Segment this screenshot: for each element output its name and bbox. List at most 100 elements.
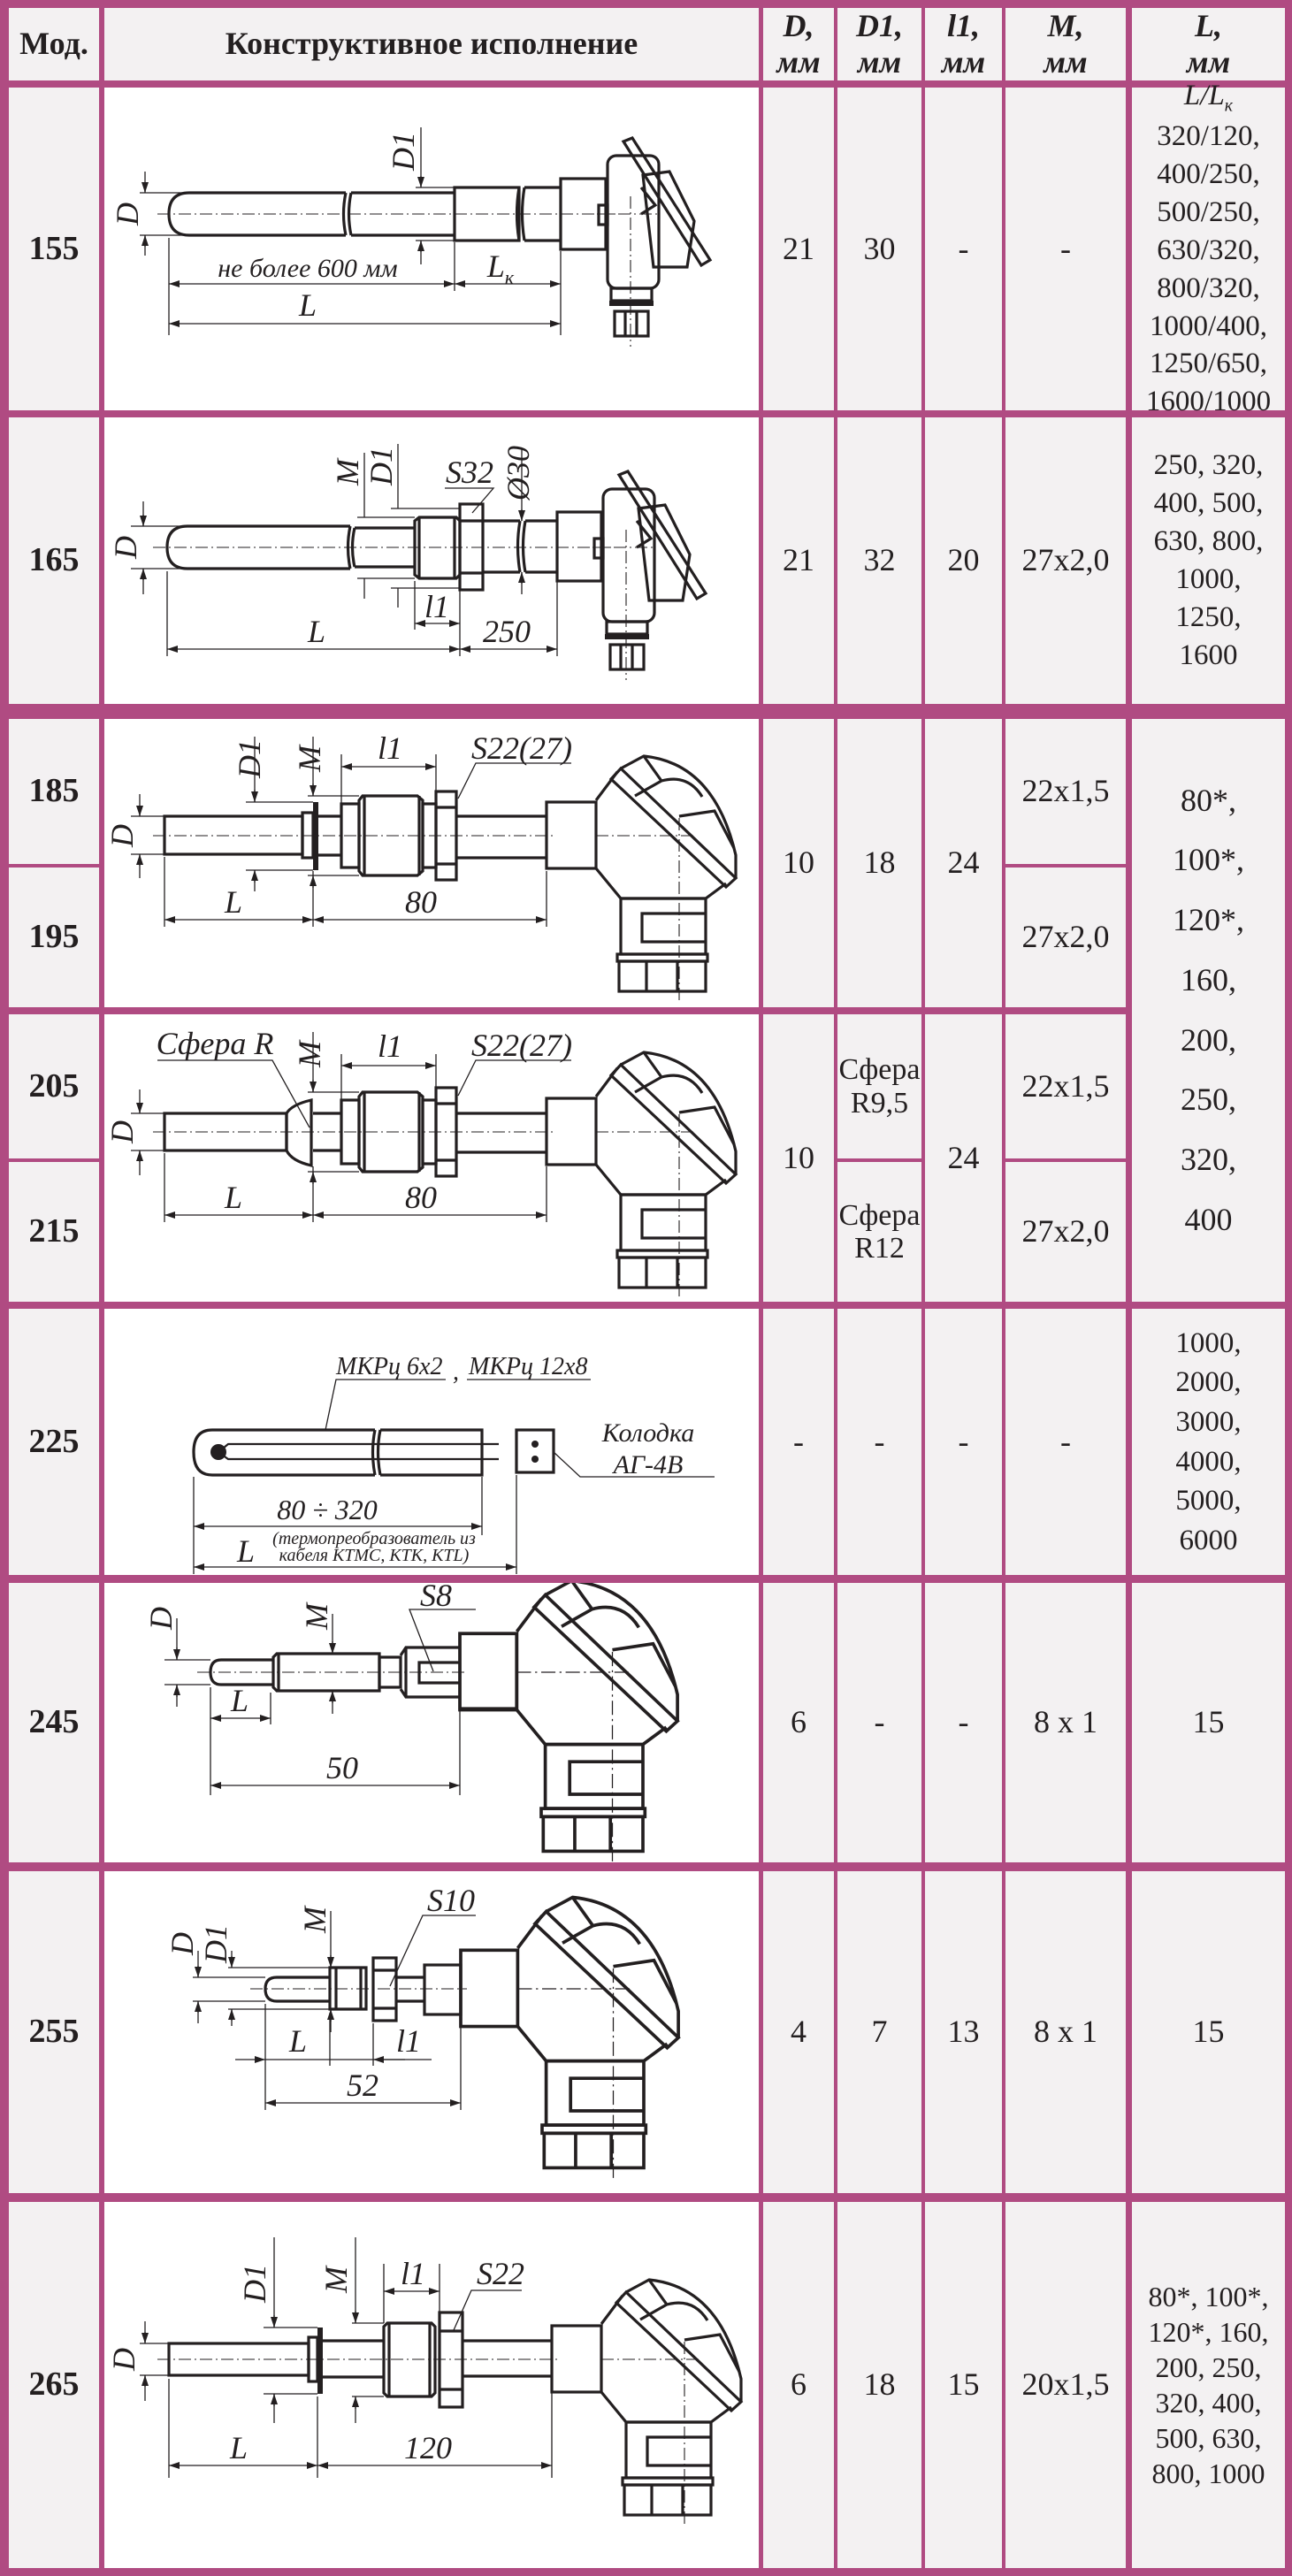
sphere-radius: R12 [854, 1232, 905, 1265]
L-value: 630, 800, [1153, 525, 1264, 558]
dim-label-L: L [298, 287, 317, 323]
header-unit: мм [941, 44, 986, 80]
dim-label-S: S22(27) [471, 730, 572, 766]
cell-D1: 18 [837, 2202, 921, 2568]
model-165: 165 [9, 417, 99, 704]
note-line-2: кабеля КТМС, КТК, KTL) [279, 1546, 470, 1565]
header-d1: D1,мм [837, 8, 921, 80]
dim-label-250: 250 [483, 614, 531, 649]
cell-D1: 32 [837, 417, 921, 704]
dim-label-M: M [297, 1905, 333, 1934]
cell-M: 22x1,5 [1005, 1014, 1126, 1158]
L-Lk-sub: к [1224, 96, 1234, 116]
dim-label-range: 80 ÷ 320 [277, 1494, 378, 1525]
drawing-265-svg: D D1 M l1 S22 L 120 [106, 2237, 743, 2529]
dim-label-D: D [110, 203, 145, 226]
cell-D: 10 [763, 719, 834, 1007]
cell-D1: 30 [837, 88, 921, 410]
header-l-label: L, [1195, 7, 1222, 43]
cell-L: 15 [1132, 1583, 1285, 1862]
model-265: 265 [9, 2202, 99, 2568]
header-d: D,мм [763, 8, 834, 80]
cell-D: 6 [763, 2202, 834, 2568]
header-l1: l1,мм [925, 8, 1002, 80]
dim-label-l1: l1 [401, 2256, 425, 2291]
dim-label-52: 52 [347, 2068, 378, 2103]
L-value: 3000, [1175, 1405, 1242, 1438]
L-value: 1600/1000 [1145, 386, 1272, 418]
cable-label-1: МКРц 6х2 [335, 1353, 442, 1380]
drawing-225: МКРц 6х2 , МКРц 12х8 Колодка АГ-4В 80 ÷ … [104, 1309, 759, 1575]
cell-M: 20x1,5 [1005, 2202, 1126, 2568]
drawing-245-svg: D M S8 L 50 [143, 1583, 679, 1862]
dim-label-S: S22(27) [471, 1028, 572, 1063]
cell-l1: 24 [925, 1014, 1002, 1302]
cell-D1: - [837, 1309, 921, 1575]
dim-label-S10: S10 [427, 1883, 475, 1918]
L-value: 320, 400, [1155, 2387, 1262, 2419]
L-value: 250, 320, [1153, 449, 1264, 482]
cell-l1: 20 [925, 417, 1002, 704]
header-m: M,мм [1005, 8, 1126, 80]
header-unit: мм [1186, 44, 1231, 80]
header-m-label: M, [1047, 7, 1084, 43]
dim-label-D1: D1 [386, 132, 421, 172]
cell-L: 250, 320, 400, 500, 630, 800, 1000, 1250… [1132, 417, 1285, 704]
cell-D1: 18 [837, 719, 921, 1007]
model-255: 255 [9, 1871, 99, 2193]
dim-label-D: D [104, 1120, 140, 1144]
dim-label-L: L [229, 2430, 248, 2465]
L-value: 160, [1181, 961, 1236, 998]
L-value: 4000, [1175, 1445, 1242, 1478]
cell-M: 8 x 1 [1005, 1871, 1126, 2193]
L-value: 320/120, [1157, 120, 1260, 153]
L-value: 6000 [1179, 1524, 1238, 1556]
dim-label-D: D [106, 2348, 141, 2372]
L-value: 500, 630, [1155, 2422, 1262, 2454]
cell-D: 21 [763, 417, 834, 704]
dim-label-Lk-main: L [486, 248, 505, 284]
L-Lk-main: L/L [1183, 79, 1225, 111]
cell-D1: 7 [837, 1871, 921, 2193]
dim-label-l1: l1 [424, 589, 449, 624]
dim-label-S8: S8 [420, 1583, 452, 1613]
L-value: 250, [1181, 1082, 1236, 1118]
L-value: 320, [1181, 1141, 1236, 1177]
cell-D: - [763, 1309, 834, 1575]
dim-label-S22: S22 [477, 2256, 524, 2291]
dim-label-l1: l1 [378, 730, 402, 766]
cell-l1: - [925, 1583, 1002, 1862]
L-value: 1250/650, [1150, 348, 1267, 380]
cell-M: 22x1,5 [1005, 719, 1126, 864]
cable-separator: , [453, 1358, 459, 1386]
cell-L: L/Lк 320/120, 400/250, 500/250, 630/320,… [1132, 80, 1285, 417]
cell-D1: - [837, 1583, 921, 1862]
L-value: 200, 250, [1155, 2351, 1262, 2383]
cell-L: 15 [1132, 1871, 1285, 2193]
cell-l1: 15 [925, 2202, 1002, 2568]
drawing-165: D M D1 S32 Ø30 l1 L 250 [104, 417, 759, 704]
dim-label-Lk-sub: к [505, 266, 515, 288]
cell-M: - [1005, 88, 1126, 410]
L-value: 1250, [1175, 600, 1242, 633]
block-label-1: Колодка [601, 1418, 695, 1448]
dim-label-M: M [292, 744, 327, 773]
drawing-155: D D1 не более 600 мм Lк L [104, 88, 759, 410]
dim-label-120: 120 [404, 2430, 452, 2465]
cell-l1: - [925, 88, 1002, 410]
header-unit: мм [1044, 44, 1088, 80]
dim-label-D: D [108, 536, 143, 560]
dim-label-M: M [330, 457, 365, 486]
dim-label-D: D [104, 824, 140, 848]
cable-label-2: МКРц 12х8 [468, 1353, 587, 1380]
header-d1-label: D1, [856, 7, 903, 43]
dim-label-D1: D1 [237, 2264, 272, 2304]
model-155: 155 [9, 88, 99, 410]
cell-D: 21 [763, 88, 834, 410]
dim-label-Lk: Lк [486, 248, 515, 288]
sphere-radius: R9,5 [850, 1086, 909, 1120]
dim-label-L: L [236, 1533, 255, 1569]
model-195: 195 [9, 868, 99, 1007]
